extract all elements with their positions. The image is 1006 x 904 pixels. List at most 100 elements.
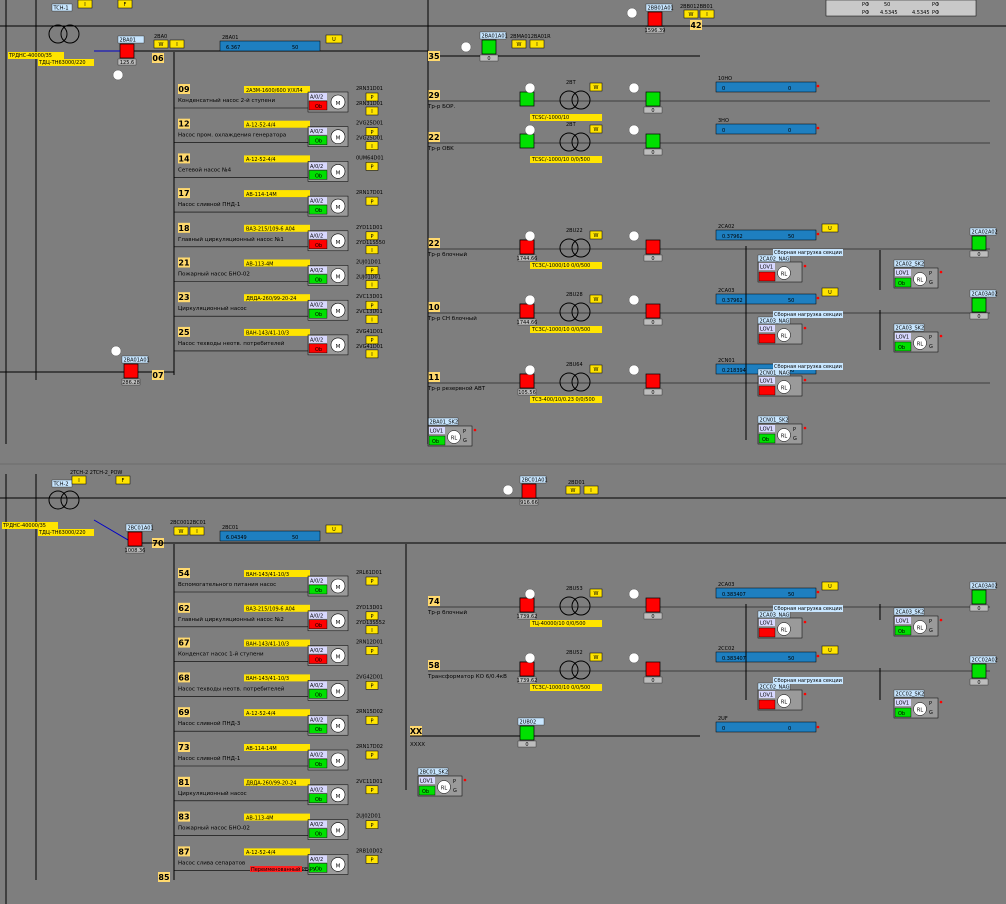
far-right-breaker[interactable] — [971, 235, 987, 251]
motor-state-switch[interactable] — [308, 343, 328, 354]
bottom-tie-i-tag[interactable] — [583, 485, 599, 495]
motor-state-switch[interactable] — [308, 793, 328, 803]
busbar-section[interactable] — [715, 81, 817, 93]
incomer-breaker[interactable] — [119, 43, 135, 59]
feeder-i-tag[interactable] — [365, 141, 379, 150]
busbar-section[interactable] — [715, 721, 817, 733]
right-feeder-load-breaker[interactable] — [645, 597, 661, 613]
sk-state-switch[interactable] — [894, 707, 912, 718]
sk-state-switch[interactable] — [418, 785, 436, 796]
right-feeder-load-breaker[interactable] — [645, 661, 661, 677]
motor-state-switch[interactable] — [308, 170, 328, 180]
bottom-tie-breaker[interactable] — [521, 483, 537, 499]
feeder-p-tag[interactable] — [365, 92, 379, 102]
busbar-tag[interactable] — [821, 223, 839, 233]
tch1-f-tag[interactable] — [117, 0, 133, 9]
tch2-f-tag[interactable] — [115, 475, 131, 485]
busbar-section[interactable] — [715, 293, 817, 305]
incomer-w-tag[interactable] — [153, 39, 169, 49]
bottom-incomer-i-tag[interactable] — [189, 526, 205, 536]
right-feeder-w-tag[interactable] — [589, 82, 603, 92]
motor-state-switch[interactable] — [308, 239, 328, 250]
right-feeder-breaker[interactable] — [519, 373, 535, 389]
busbar-tag[interactable] — [821, 581, 839, 591]
feeder-i-tag[interactable] — [365, 314, 379, 324]
busbar-section[interactable] — [219, 530, 321, 542]
far-right-breaker[interactable] — [971, 297, 987, 313]
feeder-i-tag[interactable] — [365, 106, 379, 116]
right-feeder-w-tag[interactable] — [589, 294, 603, 304]
feeder-i-tag[interactable] — [365, 349, 379, 359]
load-state-switch[interactable] — [758, 627, 776, 638]
feeder-i-tag[interactable] — [365, 625, 379, 635]
sk-state-switch[interactable] — [894, 277, 912, 288]
feeder-p-tag[interactable] — [365, 715, 379, 725]
right-feeder-w-tag[interactable] — [589, 588, 603, 598]
motor-state-switch[interactable] — [308, 724, 328, 734]
feeder-p-tag[interactable] — [365, 785, 379, 795]
tie-i-tag[interactable] — [529, 39, 545, 49]
right-top-i-tag[interactable] — [699, 9, 715, 19]
right-feeder-breaker[interactable] — [519, 597, 535, 613]
feeder-p-tag[interactable] — [365, 266, 379, 275]
busbar-section[interactable] — [715, 229, 817, 241]
feeder-p-tag[interactable] — [365, 127, 379, 136]
feeder-p-tag[interactable] — [365, 162, 379, 171]
section-breaker[interactable] — [123, 363, 139, 379]
sk-state-switch[interactable] — [894, 625, 912, 636]
busbar-section[interactable] — [715, 587, 817, 599]
bottom-far-right-breaker[interactable] — [971, 589, 987, 605]
right-top-breaker[interactable] — [647, 11, 663, 27]
sk-state-switch[interactable] — [758, 433, 776, 444]
motor-state-switch[interactable] — [308, 135, 328, 145]
right-feeder-breaker[interactable] — [519, 661, 535, 677]
load-state-switch[interactable] — [758, 385, 776, 396]
sk-state-switch[interactable] — [894, 341, 912, 352]
bottom-xx-breaker[interactable] — [519, 725, 535, 741]
busbar-tag[interactable] — [325, 34, 343, 44]
feeder-i-tag[interactable] — [365, 245, 379, 255]
right-feeder-load-breaker[interactable] — [645, 373, 661, 389]
tie-breaker[interactable] — [481, 39, 497, 55]
busbar-section[interactable] — [715, 651, 817, 663]
right-top-w-tag[interactable] — [683, 9, 699, 19]
motor-state-switch[interactable] — [308, 309, 328, 319]
right-feeder-breaker[interactable] — [519, 239, 535, 255]
feeder-i-tag[interactable] — [365, 280, 379, 289]
motor-state-switch[interactable] — [308, 204, 328, 215]
feeder-p-tag[interactable] — [365, 300, 379, 310]
feeder-p-tag[interactable] — [365, 576, 379, 586]
bottom-incomer-w-tag[interactable] — [173, 526, 189, 536]
right-feeder-w-tag[interactable] — [589, 230, 603, 240]
bottom-far-right-breaker[interactable] — [971, 663, 987, 679]
feeder-p-tag[interactable] — [365, 681, 379, 690]
busbar-section[interactable] — [219, 40, 321, 52]
feeder-p-tag[interactable] — [365, 820, 379, 829]
right-feeder-load-breaker[interactable] — [645, 239, 661, 255]
busbar-tag[interactable] — [325, 524, 343, 534]
right-feeder-w-tag[interactable] — [589, 124, 603, 134]
load-state-switch[interactable] — [758, 271, 776, 282]
load-state-switch[interactable] — [758, 333, 776, 344]
load-state-switch[interactable] — [758, 699, 776, 710]
feeder-p-tag[interactable] — [365, 750, 379, 760]
right-feeder-breaker[interactable] — [519, 133, 535, 149]
tch2-i-tag[interactable] — [71, 475, 87, 485]
right-feeder-load-breaker[interactable] — [645, 303, 661, 319]
feeder-p-tag[interactable] — [365, 196, 379, 206]
busbar-section[interactable] — [715, 123, 817, 135]
right-feeder-breaker[interactable] — [519, 91, 535, 107]
motor-state-switch[interactable] — [308, 828, 328, 838]
right-feeder-w-tag[interactable] — [589, 364, 603, 374]
motor-state-switch[interactable] — [308, 100, 328, 111]
feeder-p-tag[interactable] — [365, 646, 379, 655]
tch1-i-tag[interactable] — [77, 0, 93, 9]
right-feeder-breaker[interactable] — [519, 303, 535, 319]
motor-state-switch[interactable] — [308, 274, 328, 284]
busbar-tag[interactable] — [821, 645, 839, 655]
feeder-p-tag[interactable] — [365, 231, 379, 241]
motor-state-switch[interactable] — [308, 619, 328, 629]
bottom-incomer-breaker[interactable] — [127, 531, 143, 547]
motor-state-switch[interactable] — [308, 584, 328, 595]
feeder-p-tag[interactable] — [365, 611, 379, 621]
